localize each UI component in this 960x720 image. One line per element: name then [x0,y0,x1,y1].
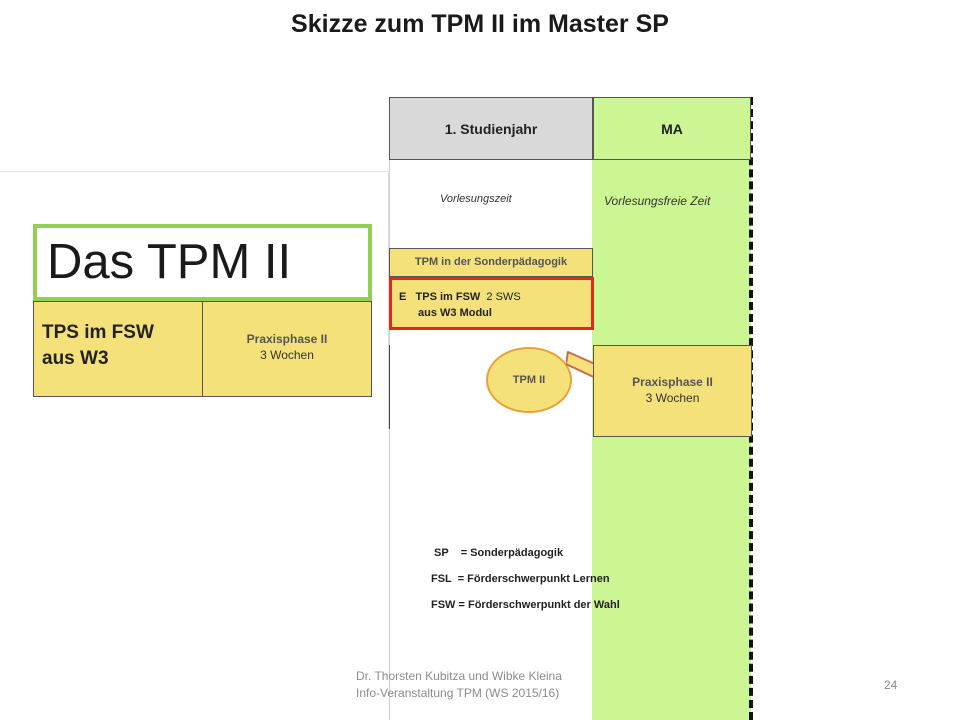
slide-title: Skizze zum TPM II im Master SP [291,10,669,38]
tps-fsw-highlight-box: E TPS im FSW 2 SWS aus W3 Modul [389,277,594,330]
overlay-tps-box: TPS im FSW aus W3 [33,301,203,397]
header-ma: MA [593,97,751,160]
lecture-free-period-label: Vorlesungsfreie Zeit [604,194,711,208]
lecture-period-label: Vorlesungszeit [440,193,512,205]
overlay-praxis-duration: 3 Wochen [260,348,314,362]
praxis-phase-title: Praxisphase II [632,375,713,389]
praxis-phase-duration: 3 Wochen [645,391,700,405]
tps-fsw-line: E TPS im FSW 2 SWS [399,289,591,305]
tps-name: TPS im FSW [415,291,481,303]
timeline-divider [389,345,390,429]
legend-fsl: FSL = Förderschwerpunkt Lernen [431,573,610,585]
footer-authors: Dr. Thorsten Kubitza und Wibke Kleina [356,669,562,683]
overlay-heading: Das TPM II [33,224,372,301]
tps-module-line: aus W3 Modul [399,305,591,321]
overlay-tps-line2: aus W3 [42,348,109,369]
header-first-year: 1. Studienjahr [389,97,593,160]
tps-prefix: E [399,291,407,303]
overlay-tps-line1: TPS im FSW [42,322,154,343]
tpm2-circle: TPM II [486,347,572,413]
page-number: 24 [884,678,898,692]
overlay-praxis-title: Praxisphase II [246,332,328,346]
praxis-phase-box: Praxisphase II 3 Wochen [593,345,752,437]
tpm-special-education-box: TPM in der Sonderpädagogik [389,248,593,277]
legend-sp: SP = Sonderpädagogik [434,547,564,559]
tps-sws: 2 SWS [486,291,521,303]
footer-credits: Dr. Thorsten Kubitza und Wibke Kleina In… [356,668,562,702]
footer-event: Info-Veranstaltung TPM (WS 2015/16) [356,686,560,700]
overlay-praxis-box: Praxisphase II 3 Wochen [202,301,372,397]
legend-fsw: FSW = Förderschwerpunkt der Wahl [431,599,620,611]
tps-module: aus W3 Modul [418,307,492,319]
